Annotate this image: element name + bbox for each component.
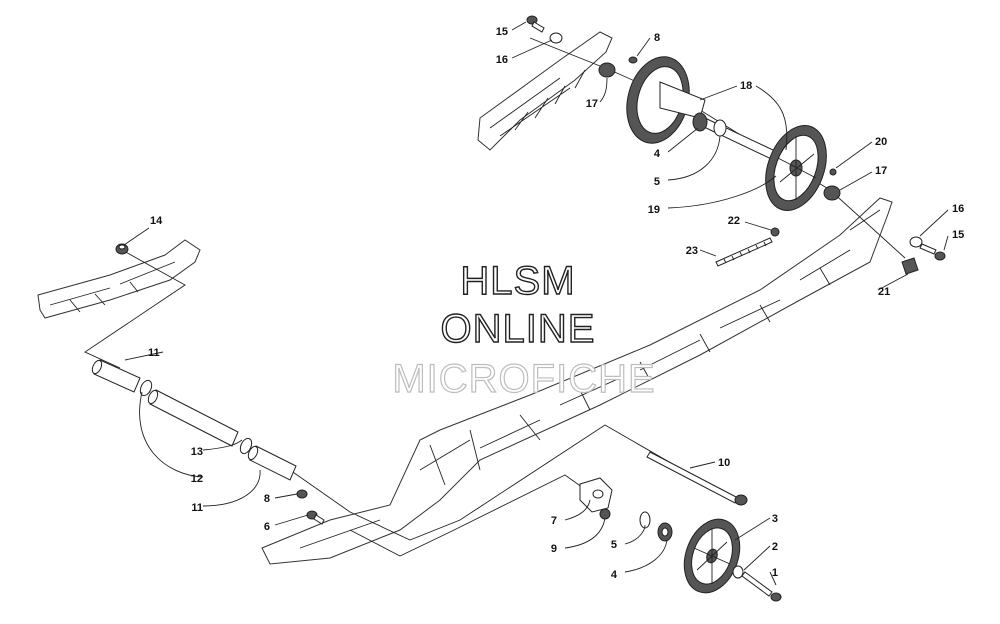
adjuster-rod	[715, 237, 773, 267]
callout-5-upper: 5	[654, 176, 660, 188]
callout-15-right: 15	[952, 229, 964, 241]
watermark: HLSM ONLINE MICROFICHE	[392, 258, 656, 401]
lower-idler-wheel	[683, 518, 741, 594]
upper-clamp-left	[598, 62, 616, 78]
upper-bolt-right	[919, 243, 946, 261]
lower-bearing	[657, 522, 673, 542]
callout-17-right: 17	[875, 165, 887, 177]
adjuster-block	[901, 257, 919, 275]
callout-leaders	[123, 21, 949, 586]
watermark-line-3: MICROFICHE	[392, 357, 655, 401]
bolt-lower-left	[306, 510, 325, 525]
callout-10: 10	[718, 457, 730, 469]
rear-idler-wheel-outer	[765, 125, 827, 211]
assembly-lines	[84, 37, 906, 557]
spacer-tube-upper	[91, 359, 141, 393]
spacer-tube-lower	[247, 445, 297, 481]
watermark-line-2: ONLINE	[441, 307, 596, 351]
spacer-washer-upper	[139, 379, 153, 397]
long-bolt	[646, 451, 748, 506]
callout-13: 13	[191, 446, 203, 458]
lower-washer	[732, 565, 744, 579]
callout-16-right: 16	[952, 203, 964, 215]
callout-19: 19	[648, 204, 660, 216]
upper-bearing	[692, 112, 708, 132]
callout-23: 23	[686, 245, 698, 257]
callout-18: 18	[740, 80, 752, 92]
callout-20: 20	[875, 136, 887, 148]
callout-2: 2	[772, 541, 778, 553]
callout-11-upper: 11	[148, 347, 160, 359]
callout-14: 14	[150, 215, 163, 227]
rail-main	[261, 197, 893, 565]
callout-1: 1	[772, 567, 778, 579]
callout-21: 21	[878, 286, 890, 298]
callout-15-left: 15	[496, 26, 508, 38]
callout-9: 9	[551, 543, 557, 555]
callout-labels: 1 2 3 4 4 5 5 6 7 8 8 9 10 11 11 12 13 1…	[148, 26, 964, 581]
callout-6: 6	[264, 521, 270, 533]
callout-7: 7	[551, 515, 557, 527]
rear-idler-wheel-inner	[626, 56, 706, 144]
nut-lower-left	[296, 489, 308, 499]
upper-washer-right	[909, 236, 923, 248]
upper-spacer-ring	[713, 119, 727, 137]
spacer-washer-lower	[239, 437, 253, 455]
callout-8-upper: 8	[654, 32, 660, 44]
adjuster-nut	[770, 227, 780, 237]
callout-17-left: 17	[586, 98, 598, 110]
upper-nut	[628, 56, 638, 64]
axle-bracket	[579, 477, 613, 513]
upper-washer-left	[549, 32, 563, 44]
callout-4-upper: 4	[654, 148, 661, 160]
callout-12: 12	[191, 473, 203, 485]
rail-upper-top	[477, 31, 613, 151]
callout-22: 22	[728, 215, 740, 227]
upper-clamp-right	[823, 185, 841, 201]
upper-bolt-left	[526, 15, 545, 33]
watermark-line-1: HLSM	[460, 259, 575, 303]
callout-4-lower: 4	[611, 569, 618, 581]
callout-11-lower: 11	[191, 502, 203, 514]
bracket-nut	[599, 508, 611, 520]
callout-3: 3	[772, 513, 778, 525]
callout-8-lower: 8	[264, 493, 270, 505]
nut-left	[115, 243, 129, 255]
cross-shaft-tube	[147, 389, 239, 447]
adjuster-screw	[829, 168, 837, 176]
callout-5-lower: 5	[611, 539, 617, 551]
callout-16-left: 16	[496, 54, 508, 66]
lower-wheel-bolt	[741, 571, 782, 602]
rail-left	[37, 239, 201, 319]
